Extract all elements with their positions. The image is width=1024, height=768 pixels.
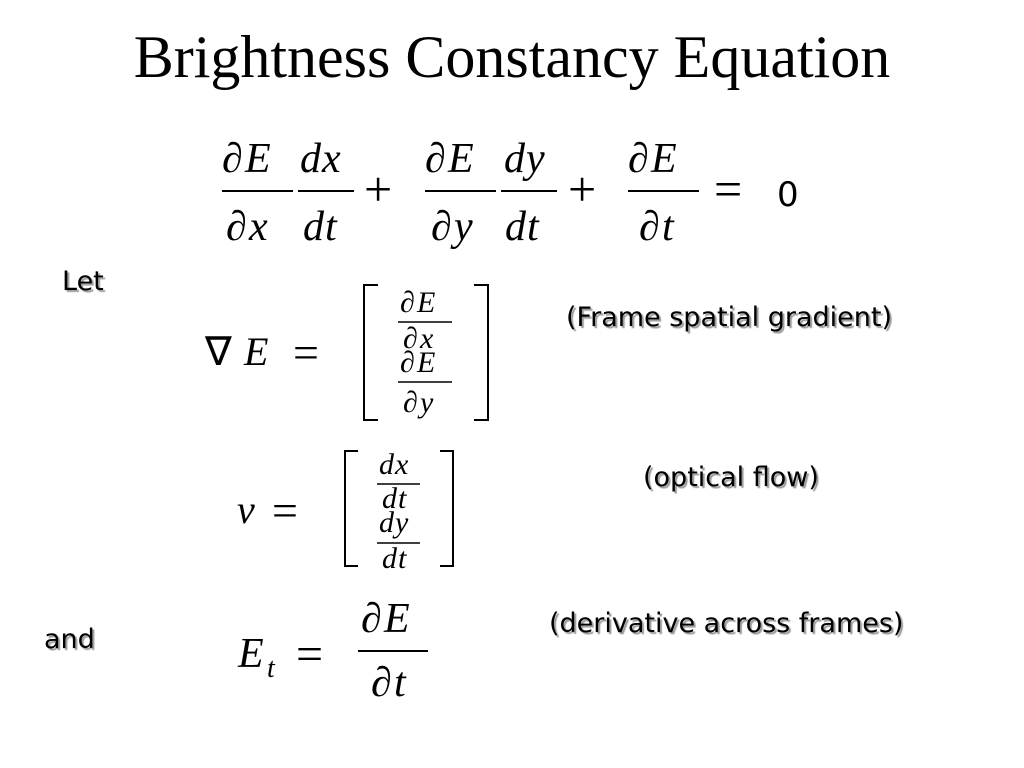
var-t: t	[398, 482, 407, 515]
let-label: Let	[62, 266, 104, 297]
var-E: E	[416, 286, 435, 319]
partial-symbol: ∂	[222, 136, 243, 182]
var-x: x	[394, 448, 409, 481]
var-d: d	[303, 204, 325, 250]
fraction-dE-dy: ∂ E ∂ y	[425, 136, 496, 250]
var-y: y	[392, 506, 409, 539]
var-E: E	[416, 346, 435, 379]
var-E: E	[243, 329, 268, 374]
var-E: E	[650, 136, 677, 182]
partial-symbol: ∂	[628, 136, 649, 182]
var-x: x	[248, 204, 268, 250]
partial-symbol: ∂	[371, 660, 392, 706]
var-d: d	[379, 448, 395, 481]
partial-symbol: ∂	[361, 596, 382, 642]
var-E: E	[447, 136, 474, 182]
var-E: E	[383, 596, 410, 642]
var-d: d	[300, 136, 322, 182]
var-y: y	[522, 136, 545, 182]
equals-sign: =	[272, 485, 298, 536]
var-d: d	[505, 204, 527, 250]
var-t: t	[527, 204, 540, 250]
var-y: y	[450, 204, 473, 250]
var-x: x	[419, 322, 434, 355]
gradient-annotation: (Frame spatial gradient)	[566, 302, 892, 333]
var-t: t	[662, 204, 675, 250]
partial-symbol: ∂	[403, 322, 418, 355]
fraction-dE-dt: ∂ E ∂ t	[628, 136, 699, 250]
partial-symbol: ∂	[400, 286, 415, 319]
partial-symbol: ∂	[425, 136, 446, 182]
slide-title: Brightness Constancy Equation	[133, 24, 891, 90]
equals-sign: =	[293, 327, 319, 378]
plus-sign: +	[568, 161, 596, 217]
equals-sign: =	[714, 161, 742, 217]
flow-dy-dt-entry: d y d t	[377, 506, 420, 575]
fraction-dE-dt: ∂ E ∂ t	[358, 596, 428, 706]
plus-sign: +	[364, 161, 392, 217]
fraction-dE-dx: ∂ E ∂ x	[222, 136, 293, 250]
partial-symbol: ∂	[403, 386, 418, 419]
var-y: y	[417, 386, 434, 419]
optical-flow-equation: v = d x d t d y d t	[237, 448, 454, 575]
zero-value: 0	[777, 175, 799, 215]
var-E: E	[237, 631, 264, 677]
brightness-constancy-equation: ∂ E ∂ x d x d t + ∂ E ∂ y d y d t	[222, 136, 799, 250]
equals-sign: =	[296, 628, 323, 681]
temporal-derivative-equation: E t = ∂ E ∂ t	[237, 596, 428, 706]
var-x: x	[321, 136, 341, 182]
partial-symbol: ∂	[431, 204, 452, 250]
fraction-dy-dt: d y d t	[501, 136, 557, 250]
nabla-symbol: ∇	[204, 329, 232, 374]
var-d: d	[504, 136, 526, 182]
right-bracket	[440, 450, 454, 567]
gradient-x-entry: ∂ E ∂ x	[398, 286, 452, 355]
optical-flow-annotation: (optical flow)	[643, 462, 819, 493]
fraction-dx-dt: d x d t	[298, 136, 354, 250]
partial-symbol: ∂	[639, 204, 660, 250]
var-t: t	[325, 204, 338, 250]
left-bracket	[363, 284, 378, 421]
var-d: d	[379, 506, 395, 539]
partial-symbol: ∂	[400, 346, 415, 379]
derivative-annotation: (derivative across frames)	[549, 608, 904, 639]
and-label: and	[44, 624, 95, 655]
flow-dx-dt-entry: d x d t	[377, 448, 420, 515]
var-d: d	[382, 482, 398, 515]
gradient-equation: ∇ E = ∂ E ∂ x ∂ E ∂ y	[204, 284, 489, 421]
var-v: v	[237, 487, 255, 532]
var-t: t	[398, 542, 407, 575]
partial-symbol: ∂	[226, 204, 247, 250]
var-d: d	[382, 542, 398, 575]
right-bracket	[474, 284, 489, 421]
left-bracket	[344, 450, 358, 567]
var-E: E	[244, 136, 271, 182]
gradient-y-entry: ∂ E ∂ y	[398, 346, 452, 419]
var-t: t	[394, 660, 407, 706]
subscript-t: t	[267, 653, 276, 684]
